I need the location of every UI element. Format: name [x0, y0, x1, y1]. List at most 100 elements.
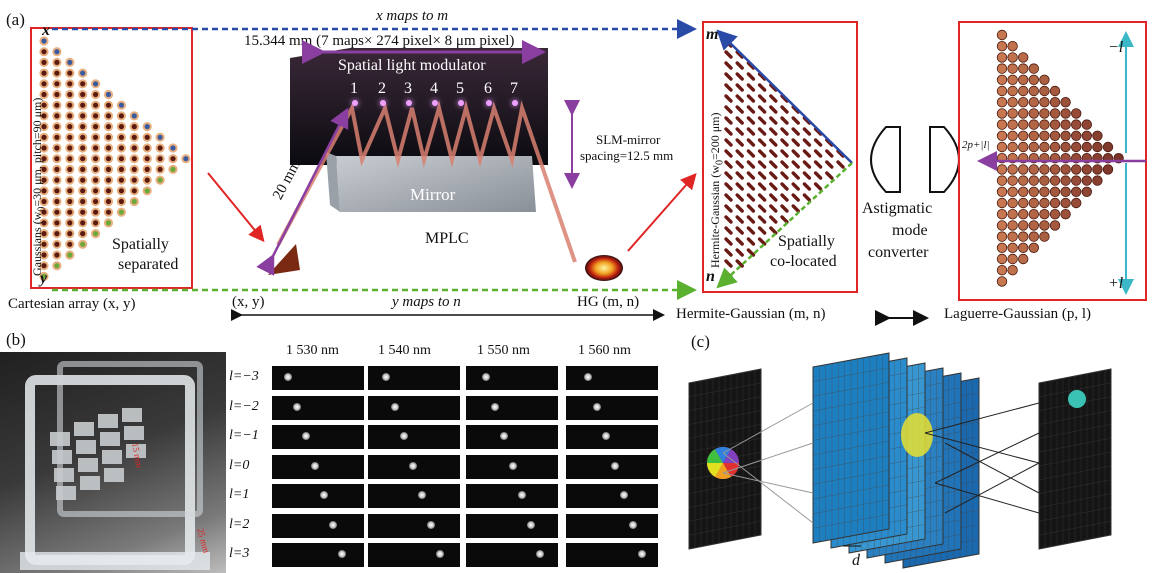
orbital-index-label: l=−2: [229, 398, 259, 414]
hermite-mode-spot: [791, 149, 800, 158]
mode-intensity-spot: [611, 461, 619, 470]
cartesian-spot-core: [105, 209, 112, 215]
laguerre-mode-spot: [1018, 208, 1029, 220]
mirror-label: Mirror: [410, 185, 456, 204]
laguerre-mode-spot: [996, 52, 1008, 63]
slm-plane-number-3: 3: [404, 80, 412, 97]
hermite-mode-spot: [757, 127, 767, 136]
laguerre-mode-spot: [996, 96, 1008, 108]
hermite-mode-spot: [724, 204, 733, 213]
laguerre-mode-spot: [1018, 164, 1029, 175]
cartesian-spot-core: [54, 102, 60, 108]
hermite-mode-spot: [746, 182, 756, 191]
slm-reflection-spot: [352, 100, 358, 106]
propagation-ray: [944, 442, 1040, 494]
slm-plane-number-5: 5: [456, 80, 464, 97]
hermite-mode-spot: [769, 226, 778, 235]
hermite-mode-spot: [780, 160, 789, 169]
cartesian-spot-core: [41, 241, 47, 247]
cartesian-spot-core: [41, 49, 47, 55]
cartesian-spot-core: [54, 59, 60, 65]
cartesian-spot-core: [41, 198, 47, 205]
hermite-mode-spot: [746, 149, 756, 158]
hermite-mode-spot: [813, 160, 823, 169]
cartesian-spot-core: [93, 209, 99, 215]
hermite-mode-spot: [780, 127, 789, 136]
laguerre-mode-spot: [1039, 74, 1050, 86]
hermite-mode-spot: [791, 193, 800, 202]
cartesian-spot-core: [41, 124, 47, 130]
hermite-mode-spot: [757, 72, 767, 81]
cartesian-spot-core: [131, 156, 137, 162]
hermite-mode-spot: [802, 116, 812, 125]
mode-image-cell: [566, 425, 658, 449]
laguerre-mode-spot: [996, 253, 1008, 265]
laguerre-mode-spot: [996, 29, 1008, 41]
hermite-mode-spot: [735, 138, 744, 147]
laguerre-mode-spot: [1028, 74, 1040, 86]
cartesian-spot-core: [80, 145, 86, 151]
hermite-mode-spot: [813, 171, 823, 180]
hermite-mode-spot: [757, 237, 767, 246]
cartesian-spot-core: [80, 166, 86, 172]
mode-image-cell: [368, 395, 460, 420]
laguerre-mode-spot: [1018, 197, 1029, 209]
mode-intensity-spot: [400, 432, 408, 440]
hermite-mode-spot: [724, 171, 733, 180]
cartesian-spot-core: [67, 241, 73, 247]
xy-label: (x, y): [232, 294, 265, 310]
hermite-mode-spot: [735, 204, 744, 213]
hermite-mode-spot: [735, 61, 744, 70]
radial-index-label: 2p+|l|: [962, 139, 990, 151]
mode-intensity-spot: [536, 550, 544, 558]
cartesian-spot-core: [54, 145, 60, 151]
hermite-mode-spot: [825, 138, 834, 147]
laguerre-mode-spot: [1060, 96, 1071, 108]
laguerre-mode-spot: [1081, 141, 1093, 153]
hermite-mode-spot: [802, 182, 812, 191]
laguerre-mode-spot: [1060, 208, 1071, 220]
laguerre-mode-spot: [996, 186, 1008, 198]
laguerre-mode-spot: [1039, 85, 1050, 97]
hermite-mode-spot: [746, 83, 756, 92]
laguerre-mode-spot: [1070, 164, 1082, 175]
laguerre-mode-spot: [1039, 220, 1050, 231]
axis-x-label: x: [42, 22, 50, 39]
cartesian-spot-core: [170, 156, 176, 162]
laguerre-mode-spot: [1028, 96, 1040, 108]
propagation-ray: [722, 442, 814, 474]
cartesian-spot-core: [105, 124, 112, 130]
cartesian-spot-core: [144, 134, 150, 140]
hermite-mode-spot: [735, 72, 744, 81]
hermite-mode-spot: [757, 83, 767, 92]
hermite-mode-spot: [780, 193, 789, 202]
panel-c-label: (c): [691, 332, 710, 351]
cartesian-spot-core: [41, 231, 47, 237]
output-plane: [1038, 368, 1112, 550]
slm-plane-number-7: 7: [510, 80, 518, 97]
hermite-mode-spot: [724, 215, 733, 224]
laguerre-mode-spot: [1070, 141, 1082, 153]
mode-intensity-spot: [620, 491, 628, 499]
hermite-mode-spot: [757, 149, 767, 158]
laguerre-mode-spot: [1018, 74, 1029, 86]
cartesian-caption: Cartesian array (x, y): [8, 296, 136, 312]
hermite-mode-spot: [724, 270, 733, 279]
laguerre-mode-spot: [1039, 96, 1050, 108]
mode-image-cell: [566, 366, 658, 390]
mode-intensity-spot: [527, 520, 535, 529]
laguerre-mode-spot: [1018, 231, 1029, 242]
cartesian-spot-core: [131, 198, 137, 205]
cartesian-spot-core: [41, 220, 47, 226]
mode-intensity-spot: [382, 373, 390, 381]
laguerre-mode-spot: [1049, 208, 1061, 220]
hermite-mode-spot: [735, 160, 744, 169]
mode-image-cell: [566, 395, 658, 420]
cartesian-spot-core: [170, 166, 176, 172]
laguerre-mode-spot: [1007, 85, 1018, 97]
laguerre-mode-spot: [1028, 231, 1040, 242]
device-photo: 15 mm 25 mm: [0, 352, 226, 573]
converter-line1: Astigmatic: [862, 200, 933, 217]
laguerre-mode-spot: [1028, 197, 1040, 209]
hermite-mode-spot: [769, 204, 778, 213]
